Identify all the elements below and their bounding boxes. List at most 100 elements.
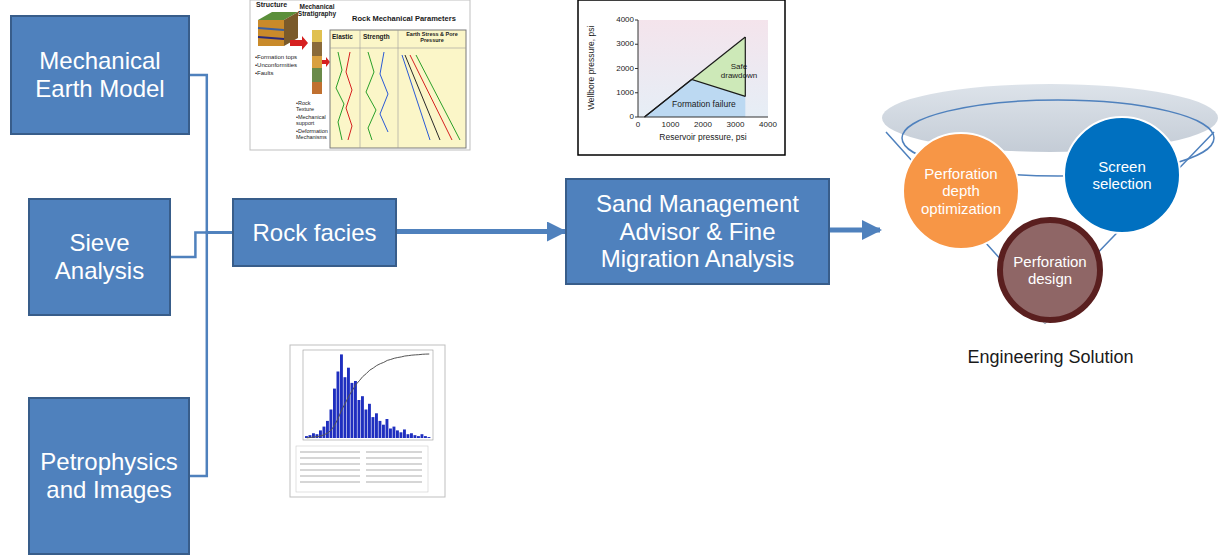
figure-label: Elastic [332, 33, 353, 40]
figure-label: •Faults [255, 70, 273, 77]
bracket-line [171, 233, 232, 258]
region-label: Formation failure [672, 100, 736, 110]
node-label: Rock facies [252, 219, 376, 247]
axis-tick: 3000 [721, 120, 751, 129]
cumulative-curve [307, 354, 430, 438]
histogram-bar [389, 429, 392, 439]
histogram-bar [319, 430, 322, 438]
histogram-bar [344, 377, 347, 438]
mem-illustration [250, 0, 470, 150]
figure-label: •Mechanical support [296, 114, 328, 127]
stats-line [300, 457, 360, 459]
histogram-bar [361, 396, 364, 438]
solution-circle: Perforation design [997, 217, 1103, 323]
solution-circle: Screen selection [1063, 116, 1181, 234]
figure-label: Mechanical Stratigraphy [292, 3, 342, 18]
axis-tick: 3000 [604, 39, 634, 48]
axis-tick: 1000 [656, 120, 686, 129]
histogram-bar [428, 437, 431, 439]
region-label: Safe drawdown [720, 62, 758, 80]
histogram-bar [410, 433, 413, 438]
histogram-bar [326, 421, 329, 438]
histogram-bar [337, 372, 340, 439]
histogram-bar [330, 410, 333, 439]
figure-label: •Unconformities [255, 62, 297, 69]
stats-line [366, 475, 422, 477]
node-label: Mechanical Earth Model [20, 47, 180, 102]
histogram-bar [421, 434, 424, 438]
histogram-bar [368, 404, 371, 438]
histogram-bar [400, 432, 403, 438]
bracket-line [190, 75, 232, 233]
axis-tick: 2000 [688, 120, 718, 129]
bracket-line [190, 233, 232, 477]
stats-line [366, 451, 422, 453]
stats-line [300, 475, 360, 477]
histogram-bar [382, 425, 385, 438]
axis-tick: 0 [604, 112, 634, 121]
stats-line [366, 463, 422, 465]
histogram-bar [414, 435, 417, 438]
axis-title: Wellbore pressure, psi [587, 13, 597, 123]
axis-tick: 4000 [753, 120, 783, 129]
process-box: Rock facies [232, 198, 397, 267]
stats-line [300, 463, 360, 465]
figure-label: Strength [363, 33, 390, 40]
process-box: Sand Management Advisor & Fine Migration… [565, 178, 830, 285]
grain-size-histogram [290, 345, 445, 497]
node-label: Sieve Analysis [38, 229, 161, 284]
node-label: Screen selection [1079, 158, 1165, 193]
histogram-bar [340, 354, 343, 438]
axis-title: Reservoir pressure, psi [643, 133, 763, 143]
histogram-bar [403, 429, 406, 438]
histogram-bar [372, 417, 375, 438]
flow-arrow [830, 228, 880, 233]
figure-label: •Formation tops [255, 54, 297, 61]
stats-line [366, 481, 422, 483]
figure-label: •Deformation Mechanisms [296, 128, 328, 141]
solution-circle: Perforation depth optimization [902, 132, 1020, 250]
input-box: Mechanical Earth Model [10, 15, 190, 135]
histogram-bar [354, 381, 357, 438]
figure-label: Rock Mechanical Parameters [352, 15, 456, 24]
circle-shape [1064, 117, 1180, 233]
histogram-bar [393, 427, 396, 438]
stats-line [366, 457, 422, 459]
histogram-bar [379, 421, 382, 438]
node-label: Perforation design [1013, 253, 1087, 288]
histogram-bar [396, 430, 399, 438]
histogram-bar [358, 400, 361, 438]
axis-tick: 2000 [604, 64, 634, 73]
histogram-bar [333, 389, 336, 438]
axis-tick: 0 [623, 120, 653, 129]
histogram-bar [424, 436, 427, 438]
node-label: Sand Management Advisor & Fine Migration… [575, 190, 820, 273]
axis-tick: 1000 [604, 88, 634, 97]
histogram-bar [365, 410, 368, 439]
circle-shape [1000, 220, 1100, 320]
stats-line [366, 469, 422, 471]
histogram-bar [407, 434, 410, 438]
node-label: Petrophysics and Images [38, 448, 180, 503]
histogram-bar [386, 419, 389, 438]
histogram-bar [347, 368, 350, 438]
input-box: Petrophysics and Images [28, 397, 190, 555]
stats-line [300, 469, 360, 471]
histogram-bar [417, 436, 420, 438]
solution-funnel: Engineering Solution Perforation depth op… [880, 80, 1221, 380]
figure-label: Earth Stress & Pore Pressure [400, 31, 464, 44]
histogram-bar [375, 413, 378, 438]
flow-arrow [397, 229, 565, 234]
node-label: Engineering Solution [967, 347, 1133, 368]
stats-line [300, 451, 360, 453]
stats-line [300, 481, 360, 483]
node-label: Perforation depth optimization [918, 165, 1004, 217]
circle-shape [903, 133, 1019, 249]
axis-tick: 4000 [604, 15, 634, 24]
input-box: Sieve Analysis [28, 198, 171, 316]
histogram-bar [323, 427, 326, 438]
figure-label: Structure [256, 1, 287, 9]
drawdown-chart [578, 0, 785, 155]
figure-label: •Rock Texture [296, 100, 328, 113]
